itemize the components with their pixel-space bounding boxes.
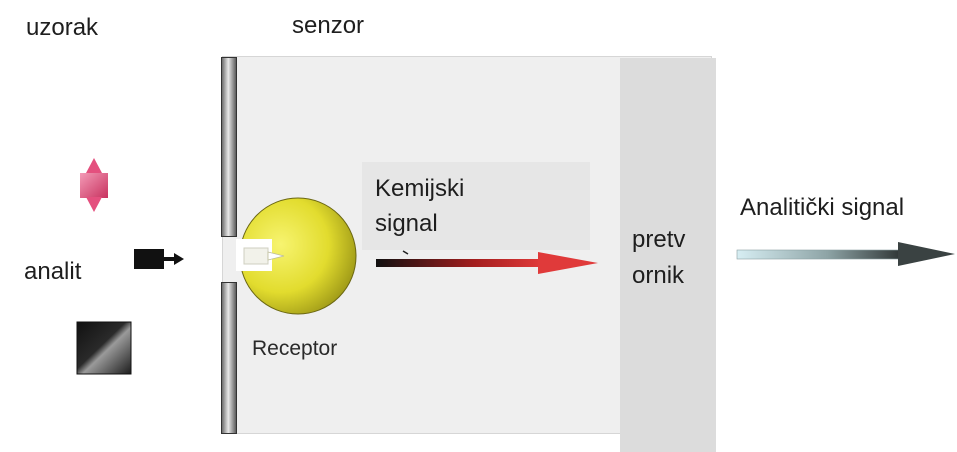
converter-label-line2: ornik bbox=[632, 262, 685, 289]
membrane-wall-lower bbox=[221, 282, 237, 434]
sensor-label: senzor bbox=[292, 12, 365, 39]
black-analyte-icon bbox=[134, 249, 184, 269]
converter-box bbox=[620, 58, 716, 452]
analytical-signal-label: Analitički signal bbox=[740, 194, 905, 221]
pink-analyte-icon bbox=[80, 158, 108, 212]
converter-label-line1: pretv bbox=[632, 226, 686, 253]
analytical-signal-arrow bbox=[736, 242, 955, 266]
square-analyte-icon bbox=[76, 321, 132, 375]
chemical-signal-backdrop bbox=[362, 162, 590, 250]
bound-analyte-icon bbox=[243, 247, 285, 265]
receptor-label: Receptor bbox=[252, 337, 338, 360]
sample-label: uzorak bbox=[26, 14, 99, 41]
analyte-label: analit bbox=[24, 258, 82, 285]
chemical-signal-label-line1: Kemijski bbox=[375, 175, 465, 202]
chemical-signal-arrow bbox=[376, 250, 598, 274]
membrane-wall-upper bbox=[221, 57, 237, 237]
chemical-signal-label-line2: signal bbox=[375, 210, 438, 237]
